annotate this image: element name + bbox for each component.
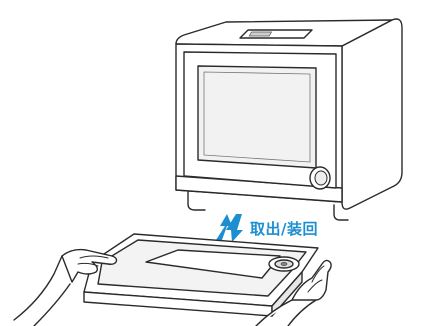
oven-display (249, 32, 271, 36)
tray-grip-center (281, 262, 287, 265)
oven (176, 19, 402, 220)
oven-side-panel (342, 19, 402, 209)
knob-inner (315, 171, 327, 185)
oven-window (198, 66, 316, 168)
up-down-arrows-icon (216, 214, 243, 242)
tray (84, 234, 318, 316)
remove-reinstall-label: 取出/装回 (250, 218, 318, 239)
